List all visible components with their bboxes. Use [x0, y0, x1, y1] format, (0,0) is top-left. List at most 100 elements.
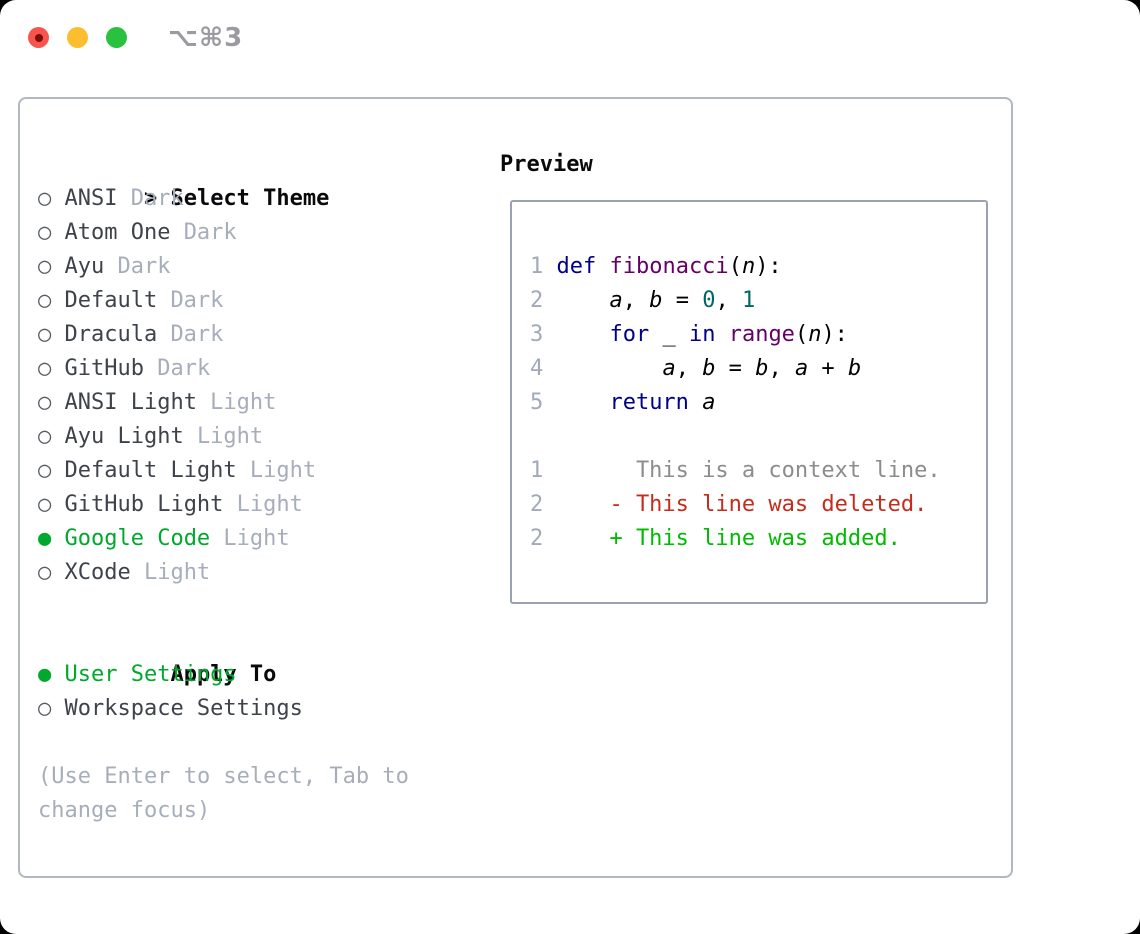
code-token-lit: 1 — [741, 288, 756, 313]
code-token-pln: = — [662, 288, 703, 313]
line-number: 1 — [530, 458, 544, 483]
theme-variant-tag: Dark — [170, 322, 224, 347]
code-token-add: + This line was added. — [556, 526, 901, 551]
code-token-pln — [596, 254, 609, 279]
radio-unselected-icon: ○ — [38, 220, 52, 245]
line-number: 1 — [530, 254, 544, 279]
close-button-dot-icon — [34, 33, 43, 42]
minimize-button[interactable] — [67, 27, 88, 48]
select-theme-title: Select Theme — [170, 186, 330, 211]
code-token-del: - This line was deleted. — [556, 492, 928, 517]
apply-option-user-settings[interactable]: ● User Settings — [38, 658, 435, 692]
theme-option-ansi[interactable]: ○ ANSI Dark — [38, 182, 435, 216]
theme-variant-tag: Dark — [170, 288, 224, 313]
code-token-var: a — [662, 356, 676, 381]
theme-variant-tag: Light — [210, 390, 277, 415]
radio-unselected-icon: ○ — [38, 254, 52, 279]
apply-option-label: Workspace Settings — [64, 696, 303, 721]
spacer — [38, 726, 435, 760]
radio-unselected-icon: ○ — [38, 696, 52, 721]
theme-name: ANSI — [64, 186, 118, 211]
radio-unselected-icon: ○ — [38, 492, 52, 517]
theme-name: XCode — [64, 560, 131, 585]
code-token-pln — [556, 390, 609, 415]
apply-to-title: Apply To — [170, 662, 277, 687]
help-text: (Use Enter to select, Tab to change focu… — [38, 764, 409, 823]
radio-unselected-icon: ○ — [38, 424, 52, 449]
code-token-pln: _ — [649, 322, 689, 347]
radio-unselected-icon: ○ — [38, 560, 52, 585]
apply-to-list: ● User Settings ○ Workspace Settings — [38, 658, 435, 726]
code-token-ctx: This is a context line. — [556, 458, 941, 483]
code-token-lit: 0 — [702, 288, 716, 313]
code-line: 1 This is a context line. — [530, 454, 986, 488]
code-token-pln: , — [622, 288, 650, 313]
theme-option-default[interactable]: ○ Default Dark — [38, 284, 435, 318]
code-token-pln: + — [808, 356, 848, 381]
line-number: 2 — [530, 492, 544, 517]
code-token-var: n — [808, 322, 822, 347]
radio-unselected-icon: ○ — [38, 390, 52, 415]
theme-name: ANSI Light — [64, 390, 197, 415]
theme-name: Ayu — [64, 254, 105, 279]
line-number: 3 — [530, 322, 544, 347]
line-number: 2 — [530, 288, 544, 313]
theme-name: Google Code — [64, 526, 211, 551]
theme-variant-tag: Dark — [117, 254, 171, 279]
radio-selected-icon: ● — [38, 662, 52, 687]
radio-unselected-icon: ○ — [38, 322, 52, 347]
line-number: 5 — [530, 390, 544, 415]
code-line: 5 return a — [530, 386, 986, 420]
code-token-var: b — [847, 356, 862, 381]
code-token-pln: , — [715, 288, 742, 313]
radio-unselected-icon: ○ — [38, 288, 52, 313]
close-button[interactable] — [28, 27, 49, 48]
line-number: 2 — [530, 526, 544, 551]
code-line: 4 a, b = b, a + b — [530, 352, 986, 386]
code-token-kwd: in — [688, 322, 716, 347]
theme-variant-tag: Dark — [157, 356, 211, 381]
radio-unselected-icon: ○ — [38, 186, 52, 211]
code-token-kwd: for — [609, 322, 650, 347]
theme-variant-tag: Light — [223, 526, 290, 551]
theme-variant-tag: Light — [236, 492, 303, 517]
code-token-typ: range — [728, 322, 795, 347]
code-line: 3 for _ in range(n): — [530, 318, 986, 352]
code-token-kwd: return — [609, 390, 689, 415]
apply-option-label: User Settings — [64, 662, 237, 687]
theme-name: GitHub — [64, 356, 144, 381]
theme-option-ayu[interactable]: ○ Ayu Dark — [38, 250, 435, 284]
window-titlebar: ⌥⌘3 — [0, 0, 1140, 72]
code-token-pln: ( — [728, 254, 742, 279]
code-token-pln — [715, 322, 728, 347]
theme-variant-tag: Light — [249, 458, 317, 483]
code-line — [530, 420, 986, 454]
theme-name: Dracula — [64, 322, 158, 347]
theme-option-dracula[interactable]: ○ Dracula Dark — [38, 318, 435, 352]
theme-variant-tag: Dark — [130, 186, 184, 211]
code-token-var: a — [702, 390, 716, 415]
theme-name: Default — [64, 288, 158, 313]
theme-option-ansi-light[interactable]: ○ ANSI Light Light — [38, 386, 435, 420]
zoom-button[interactable] — [106, 27, 127, 48]
code-token-kwd: def — [556, 254, 597, 279]
apply-option-workspace-settings[interactable]: ○ Workspace Settings — [38, 692, 435, 726]
prompt-icon: > — [143, 186, 158, 211]
code-line: 2 + This line was added. — [530, 522, 986, 556]
code-token-var: b — [702, 356, 716, 381]
theme-name: Default Light — [64, 458, 237, 483]
preview-title: Preview — [500, 152, 593, 177]
